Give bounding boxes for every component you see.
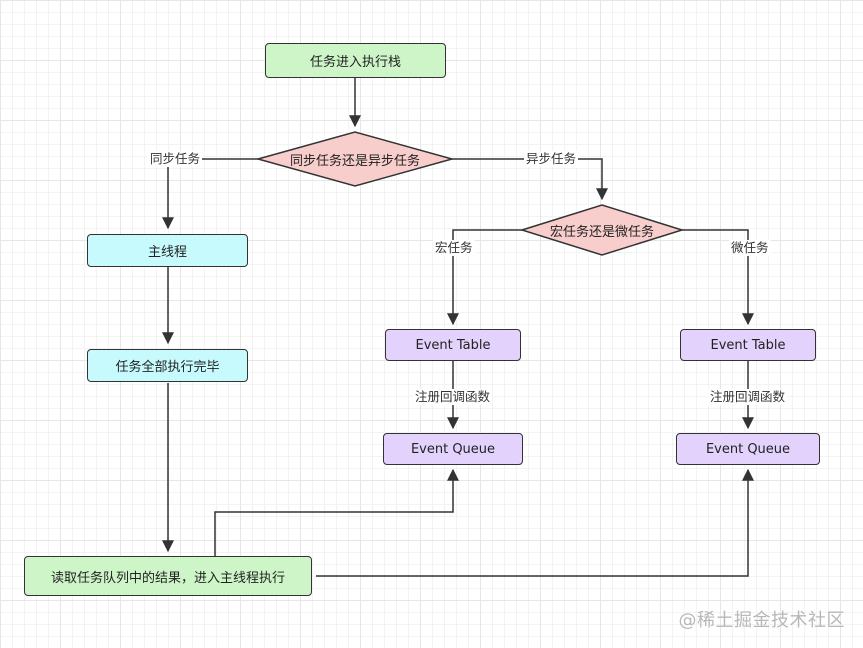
decision-macro-micro-label: 宏任务还是微任务 (549, 224, 654, 240)
read-queue-label: 读取任务队列中的结果，进入主线程执行 (50, 570, 285, 586)
edge-label-register-macro: 注册回调函数 (413, 389, 493, 405)
macro-event-table-node: Event Table (385, 329, 521, 361)
edge-read-to-macro-queue (214, 468, 459, 556)
all-done-label: 任务全部执行完毕 (115, 360, 220, 375)
main-thread-node: 主线程 (87, 234, 248, 267)
edge-label-async: 异步任务 (524, 151, 579, 167)
micro-event-table-node: Event Table (680, 329, 816, 361)
decision-sync-async: 同步任务还是异步任务 (258, 132, 452, 186)
main-thread-label: 主线程 (147, 245, 187, 260)
start-label: 任务进入执行栈 (309, 55, 401, 70)
edge-async (452, 158, 608, 201)
read-queue-node: 读取任务队列中的结果，进入主线程执行 (24, 556, 312, 596)
decision-sync-async-label: 同步任务还是异步任务 (289, 153, 420, 169)
all-done-node: 任务全部执行完毕 (87, 349, 248, 382)
macro-event-queue-node: Event Queue (383, 433, 523, 465)
edge-label-register-micro: 注册回调函数 (708, 389, 788, 405)
macro-event-queue-label: Event Queue (410, 441, 496, 457)
macro-event-table-label: Event Table (415, 337, 491, 353)
edge-micro (682, 229, 754, 326)
edge-label-macro: 宏任务 (433, 240, 475, 256)
edge-label-sync: 同步任务 (148, 151, 203, 167)
edge-sync (162, 158, 258, 230)
micro-event-queue-node: Event Queue (676, 433, 820, 465)
decision-macro-micro: 宏任务还是微任务 (522, 205, 682, 255)
watermark: @稀土掘金技术社区 (678, 610, 845, 631)
start-node: 任务进入执行栈 (265, 43, 446, 78)
micro-event-table-label: Event Table (710, 337, 786, 353)
edge-label-micro: 微任务 (729, 240, 771, 256)
edge-macro (447, 229, 522, 326)
edge-read-to-micro-queue (316, 468, 754, 577)
micro-event-queue-label: Event Queue (705, 441, 791, 457)
